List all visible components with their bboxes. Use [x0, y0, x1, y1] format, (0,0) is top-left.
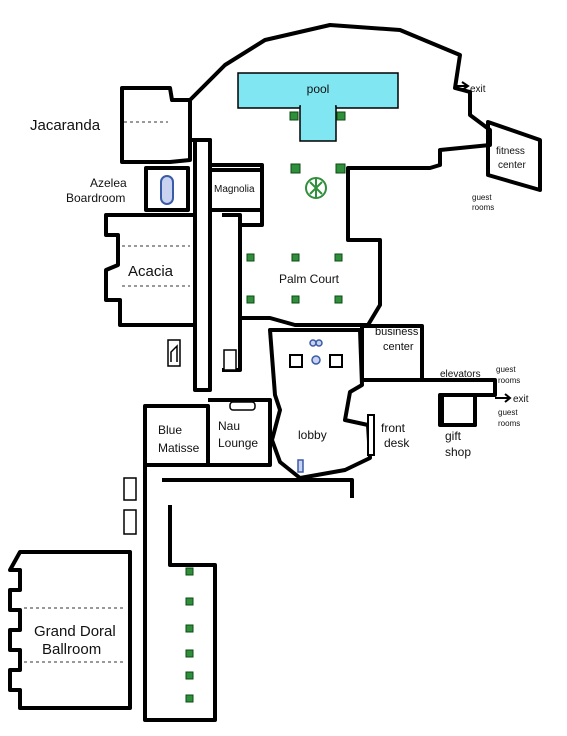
- jacaranda-outline: [120, 86, 192, 164]
- acacia-label: Acacia: [128, 263, 174, 280]
- plant-icon: [185, 624, 194, 633]
- pool-stem: [299, 105, 337, 142]
- plant-icon: [185, 597, 194, 606]
- restroom-icon: [123, 477, 137, 501]
- guest-rooms-mid2-label-1: guest: [498, 408, 518, 417]
- front-desk-counter: [367, 414, 375, 456]
- plant-icon: [334, 253, 343, 262]
- restroom-icon: [123, 509, 137, 535]
- nau-lounge-label-2: Lounge: [218, 436, 258, 450]
- grand-doral-ballroom-outline: [8, 550, 132, 710]
- guest-rooms-top-label-1: guest: [472, 193, 492, 202]
- fitness-center-label-2: center: [498, 160, 526, 171]
- plant-icon: [185, 671, 194, 680]
- plant-icon: [185, 649, 194, 658]
- exit-top-label: exit: [470, 84, 486, 95]
- guest-rooms-mid1-label-1: guest: [496, 365, 516, 374]
- azelea-boardroom-outline: [144, 166, 190, 212]
- guest-rooms-mid2-label-2: rooms: [498, 419, 520, 428]
- stairs-icon: [167, 339, 181, 367]
- elevators-label: elevators: [440, 369, 481, 380]
- plant-icon: [289, 111, 299, 121]
- gift-shop-label-2: shop: [445, 445, 471, 459]
- elevator-icon: [223, 349, 237, 371]
- guest-rooms-top-label-2: rooms: [472, 203, 494, 212]
- business-center-label-2: center: [383, 341, 414, 353]
- blue-matisse-label-2: Matisse: [158, 441, 200, 455]
- palm-court-label: Palm Court: [279, 272, 340, 286]
- plant-icon: [336, 111, 346, 121]
- boardroom-label: Boardroom: [66, 191, 125, 205]
- plant-icon: [185, 567, 194, 576]
- plant-icon: [291, 295, 300, 304]
- nau-lounge-label-1: Nau: [218, 419, 240, 433]
- lobby-label: lobby: [298, 428, 327, 442]
- nau-lounge-outline: [208, 398, 272, 467]
- blue-matisse-label-1: Blue: [158, 423, 182, 437]
- plant-icon: [246, 295, 255, 304]
- pool-label: pool: [307, 82, 330, 96]
- jacaranda-label: Jacaranda: [30, 117, 101, 134]
- pool: [237, 72, 399, 109]
- gift-shop-label-1: gift: [445, 429, 462, 443]
- grand-doral-label-1: Grand Doral: [34, 623, 116, 640]
- plant-icon: [291, 253, 300, 262]
- fitness-center-label-1: fitness: [496, 146, 525, 157]
- azelea-label: Azelea: [90, 176, 127, 190]
- plant-icon: [246, 253, 255, 262]
- boardroom-table-icon: [160, 175, 174, 205]
- pool-area-outline: [188, 23, 492, 327]
- plant-icon: [334, 295, 343, 304]
- grand-doral-label-2: Ballroom: [42, 641, 101, 658]
- plant-icon: [185, 694, 194, 703]
- plant-icon: [335, 163, 346, 174]
- gift-shop-outline: [440, 393, 477, 427]
- front-desk-label-1: front: [381, 421, 406, 435]
- guest-rooms-mid1-label-2: rooms: [498, 376, 520, 385]
- front-desk-label-2: desk: [384, 436, 410, 450]
- business-center-label-1: business: [375, 326, 419, 338]
- fitness-center-outline: [486, 120, 542, 192]
- magnolia-label: Magnolia: [214, 184, 255, 195]
- plant-icon: [290, 163, 301, 174]
- lobby-outline: [268, 328, 372, 480]
- exit-mid-label: exit: [513, 394, 529, 405]
